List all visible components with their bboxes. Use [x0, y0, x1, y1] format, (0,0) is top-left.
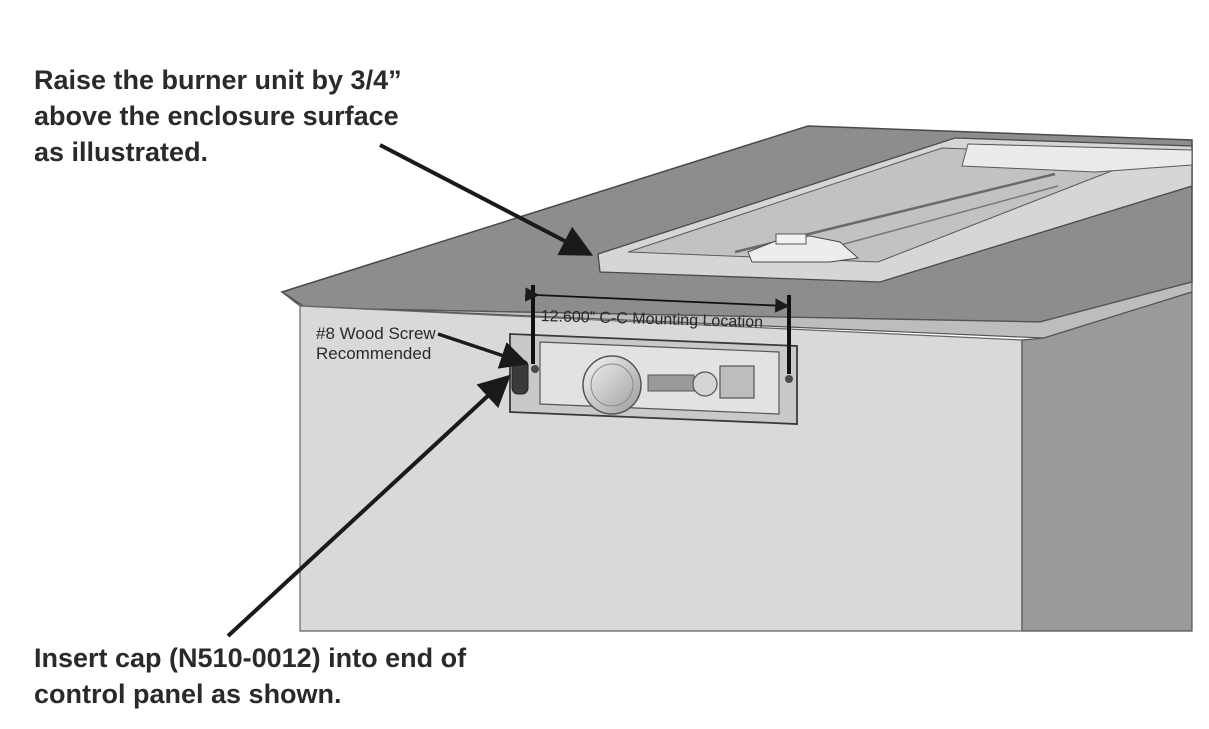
- raise-burner-line-1: Raise the burner unit by 3/4”: [34, 65, 402, 95]
- leader-arrow-burner: [379, 143, 594, 256]
- dimension-line: [524, 287, 790, 313]
- insert-cap-callout: Insert cap (N510-0012) into end of contr…: [34, 640, 466, 712]
- control-knob: [582, 355, 642, 415]
- raise-burner-line-3: as illustrated.: [34, 137, 209, 167]
- screw-hole-left: [531, 365, 539, 373]
- leader-arrow-screw: [437, 332, 529, 369]
- igniter-spring: [647, 374, 695, 392]
- control-panel: [509, 333, 798, 425]
- valve-body: [719, 365, 755, 399]
- insert-cap-line-2: control panel as shown.: [34, 679, 342, 709]
- leader-arrow-cap: [226, 374, 511, 638]
- end-cap: [511, 359, 529, 395]
- wood-screw-line-1: #8 Wood Screw: [316, 324, 436, 343]
- burner-unit: [597, 137, 1193, 283]
- leader-arrows: [226, 143, 594, 638]
- valve-fitting: [692, 371, 718, 397]
- insert-cap-line-1: Insert cap (N510-0012) into end of: [34, 643, 467, 673]
- screw-hole-right: [785, 375, 793, 383]
- wood-screw-label: #8 Wood Screw Recommended: [316, 324, 436, 364]
- wood-screw-line-2: Recommended: [316, 344, 432, 363]
- burner-opening: [961, 143, 1193, 173]
- enclosure-side-face: [1021, 291, 1193, 632]
- raise-burner-line-2: above the enclosure surface: [34, 101, 399, 131]
- dimension-indicator: [524, 285, 791, 374]
- raise-burner-callout: Raise the burner unit by 3/4” above the …: [34, 62, 402, 170]
